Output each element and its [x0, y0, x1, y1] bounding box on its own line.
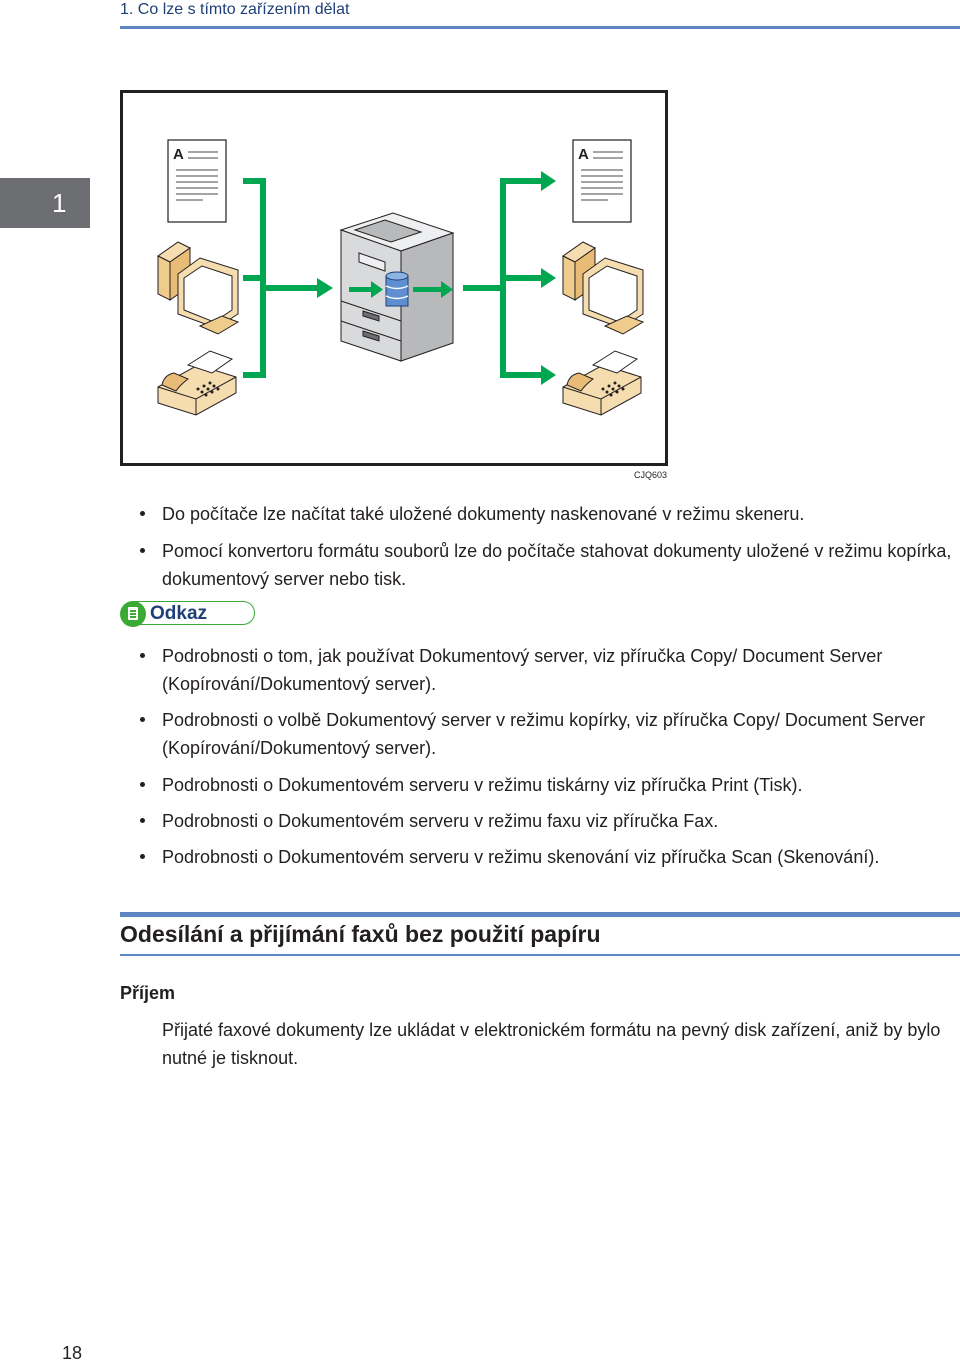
arrow-icon-right: [463, 171, 556, 385]
bullet-item-continuation: dokumentový server nebo tisk.: [162, 569, 407, 589]
fax-icon-left: [157, 350, 237, 416]
reference-item: Podrobnosti o Dokumentovém serveru v rež…: [139, 807, 718, 835]
document-letter-left: A: [173, 146, 184, 163]
arrow-icon-left: [243, 178, 333, 378]
running-head: 1. Co lze s tímto zařízením dělat: [120, 1, 350, 18]
reference-note-icon: [120, 601, 146, 627]
section-rule-top: [120, 912, 960, 917]
section-title: Odesílání a přijímání faxů bez použití p…: [120, 921, 601, 947]
computer-icon-left: [157, 241, 239, 335]
reference-label: Odkaz: [120, 601, 257, 627]
bullet-item: Pomocí konvertoru formátu souborů lze do…: [139, 537, 951, 565]
hard-disk-icon: [385, 271, 409, 307]
paragraph: Přijaté faxové dokumenty lze ukládat v e…: [162, 1016, 958, 1072]
reference-item-continuation: (Kopírování/Dokumentový server).: [162, 738, 437, 758]
reference-item: Podrobnosti o Dokumentovém serveru v rež…: [139, 843, 879, 871]
reference-item-continuation: (Kopírování/Dokumentový server).: [162, 674, 437, 694]
illustration: A A: [157, 139, 644, 416]
document-icon-right: A: [572, 139, 632, 223]
illustration-frame: A A: [120, 90, 668, 466]
paragraph-line: Přijaté faxové dokumenty lze ukládat v e…: [162, 1020, 941, 1040]
document-icon-left: A: [167, 139, 227, 223]
bullet-item: Do počítače lze načítat také uložené dok…: [139, 500, 804, 528]
document-letter-right: A: [578, 146, 589, 163]
paragraph-line: nutné je tisknout.: [162, 1048, 299, 1068]
chapter-tab: 1: [0, 178, 90, 228]
figure-code: CJQ603: [634, 470, 668, 480]
computer-icon-right: [562, 241, 644, 335]
fax-icon-right: [562, 350, 642, 416]
reference-label-text: Odkaz: [150, 603, 208, 624]
reference-item: Podrobnosti o Dokumentovém serveru v rež…: [140, 771, 803, 799]
section-rule-bottom: [120, 954, 960, 956]
page-number: 18: [62, 1343, 83, 1363]
arrow-icon-center: [349, 281, 453, 298]
reference-item: Podrobnosti o volbě Dokumentový server v…: [140, 706, 925, 734]
subheading: Příjem: [120, 983, 176, 1003]
reference-item: Podrobnosti o tom, jak používat Dokument…: [139, 642, 882, 670]
running-head-rule: [120, 26, 960, 29]
